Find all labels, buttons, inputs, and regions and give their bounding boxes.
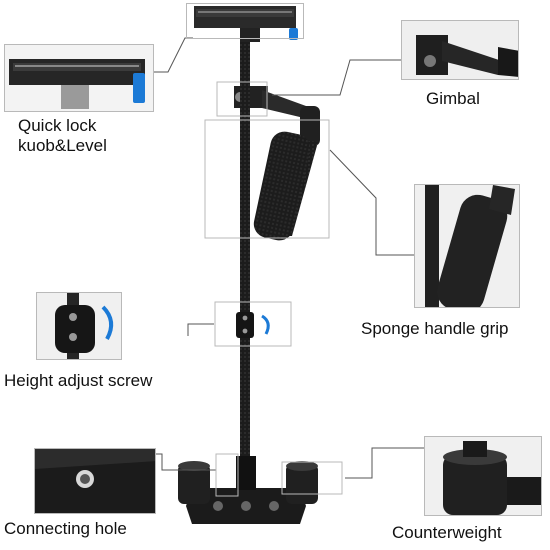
bottom-sled	[178, 456, 318, 524]
sponge-grip-thumbnail	[414, 184, 520, 308]
height-adjust-collar	[236, 312, 270, 338]
handle-grip	[253, 106, 320, 241]
label-sponge-handle-grip: Sponge handle grip	[361, 319, 509, 338]
label-quick-lock-line2: kuob&Level	[18, 136, 107, 155]
label-height-adjust-screw: Height adjust screw	[4, 371, 153, 390]
gimbal-thumbnail	[401, 20, 519, 80]
top-quick-release-plate	[194, 6, 298, 42]
target-boxes	[204, 81, 343, 497]
quick-lock-thumbnail	[4, 44, 154, 112]
top-plate-box	[186, 3, 304, 39]
carbon-pole	[240, 42, 250, 482]
label-quick-lock-line1: Quick lock	[18, 116, 97, 135]
height-screw-thumbnail	[36, 292, 122, 360]
label-connecting-hole: Connecting hole	[4, 519, 127, 538]
label-counterweight: Counterweight	[392, 523, 502, 542]
connecting-hole-thumbnail	[34, 448, 156, 514]
counterweight-thumbnail	[424, 436, 542, 516]
label-gimbal: Gimbal	[426, 89, 480, 108]
